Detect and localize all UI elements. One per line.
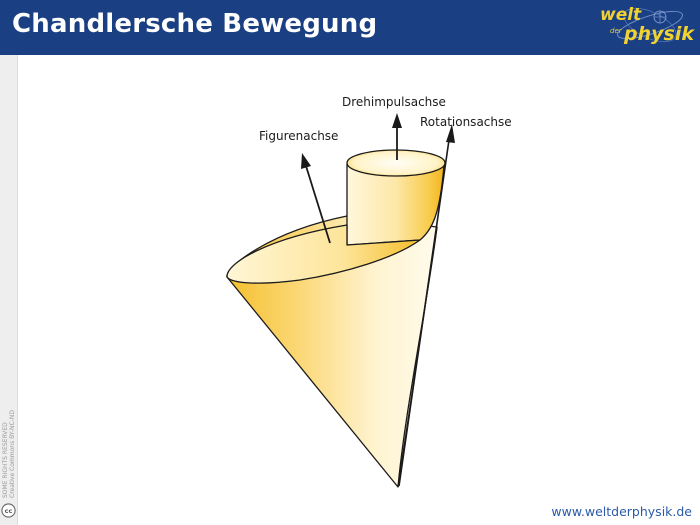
figure-axis-arrowhead	[301, 153, 311, 169]
svg-text:cc: cc	[5, 507, 13, 515]
body-cone-opening	[226, 224, 421, 284]
figure-axis-line	[305, 165, 331, 244]
space-cone-top	[346, 149, 446, 177]
orbit-swoosh-icon	[617, 7, 683, 43]
figure-axis-label: Figurenachse	[259, 129, 338, 143]
page-title: Chandlersche Bewegung	[12, 9, 378, 39]
logo-word-physik: physik	[624, 23, 694, 45]
license-sidebar	[0, 55, 18, 525]
welt-der-physik-logo[interactable]: welt der physik	[588, 3, 698, 53]
angular-momentum-axis-label: Drehimpulsachse	[342, 95, 446, 109]
angular-momentum-axis-arrowhead	[392, 113, 402, 128]
creative-commons-icon[interactable]: cc	[1, 503, 16, 518]
header-bar: Chandlersche Bewegung welt der physik	[0, 0, 700, 55]
rotation-axis-label: Rotationsachse	[420, 115, 512, 129]
rotation-axis-arrowhead	[446, 124, 455, 143]
logo-word-welt: welt	[600, 5, 642, 25]
rotation-axis-line	[398, 132, 451, 487]
website-link[interactable]: www.weltderphysik.de	[551, 504, 692, 519]
logo-word-der: der	[610, 27, 622, 35]
